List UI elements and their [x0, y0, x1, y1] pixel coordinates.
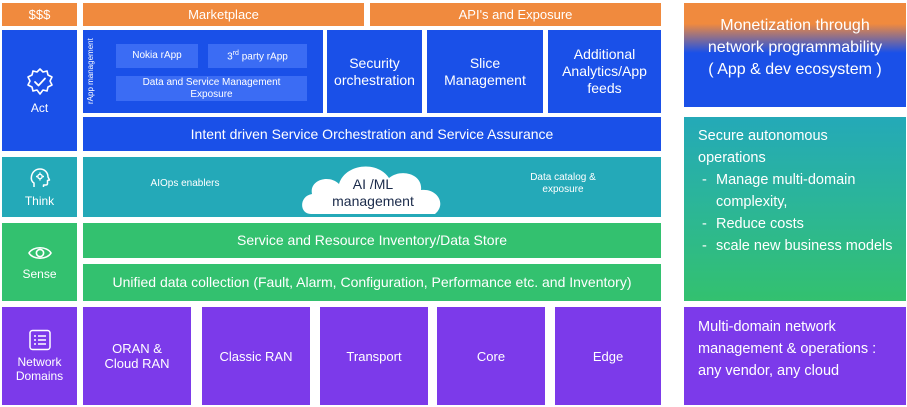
aiml-management: AI /ML management	[305, 175, 441, 211]
layer-act-label: Act	[30, 100, 49, 115]
intent-orchestration-bar: Intent driven Service Orchestration and …	[83, 117, 661, 151]
layer-think: Think	[2, 157, 77, 217]
slice-management-box: Slice Management	[427, 30, 543, 113]
multidomain-panel: Multi-domain network management & operat…	[684, 307, 906, 405]
secure-point: Manage multi-domain complexity,	[698, 169, 896, 213]
money-box: $$$	[2, 3, 77, 26]
domain-edge: Edge	[555, 307, 661, 405]
secure-point: scale new business models	[698, 235, 896, 257]
aiml-line2: management	[332, 193, 414, 209]
aiops-label: AIOps enablers	[150, 178, 220, 189]
layer-sense-label: Sense	[22, 267, 57, 281]
apis-label: API's and Exposure	[458, 7, 573, 22]
money-label: $$$	[28, 7, 51, 22]
monetization-line2: network programmability	[707, 39, 883, 56]
layer-network-domains: Network Domains	[2, 307, 77, 405]
third-party-rapp-box: 3rd party rApp	[208, 44, 307, 68]
domain-transport: Transport	[320, 307, 428, 405]
domain-edge-label: Edge	[592, 348, 624, 364]
nokia-rapp-box: Nokia rApp	[116, 44, 198, 68]
layer-network-domains-label: Network Domains	[15, 355, 64, 383]
multidomain-text: Multi-domain network management & operat…	[698, 319, 877, 379]
analytics-feeds-box: Additional Analytics/App feeds	[548, 30, 661, 113]
secure-operations-panel: Secure autonomous operations Manage mult…	[684, 117, 906, 301]
slice-management-label: Slice Management	[444, 54, 526, 88]
nokia-rapp-label: Nokia rApp	[132, 50, 182, 61]
analytics-feeds-label: Additional Analytics/App feeds	[562, 46, 647, 96]
domain-transport-label: Transport	[346, 348, 402, 364]
security-orchestration-label: Security orchestration	[334, 54, 415, 88]
domain-classic-ran-label: Classic RAN	[219, 348, 293, 364]
layer-sense: Sense	[2, 223, 77, 301]
rapp-management-label: rApp management	[86, 38, 95, 105]
inventory-bar: Service and Resource Inventory/Data Stor…	[83, 223, 661, 258]
security-orchestration-box: Security orchestration	[327, 30, 422, 113]
eye-icon	[27, 246, 52, 260]
domain-core: Core	[437, 307, 545, 405]
apis-box: API's and Exposure	[370, 3, 661, 26]
monetization-line1: Monetization through	[720, 17, 870, 34]
intent-orchestration-label: Intent driven Service Orchestration and …	[190, 125, 554, 142]
domain-core-label: Core	[476, 348, 506, 364]
collection-bar: Unified data collection (Fault, Alarm, C…	[83, 264, 661, 301]
secure-points-list: Manage multi-domain complexity, Reduce c…	[698, 169, 896, 257]
list-icon	[28, 329, 51, 351]
domain-oran-label: ORAN & Cloud RAN	[104, 341, 170, 371]
marketplace-box: Marketplace	[83, 3, 364, 26]
layer-think-label: Think	[24, 194, 55, 208]
secure-title: Secure autonomous operations	[698, 128, 828, 166]
data-catalog-label: Data catalog & exposure	[530, 172, 596, 195]
head-gear-icon	[30, 168, 50, 187]
data-catalog-box: Data catalog & exposure	[503, 168, 623, 200]
third-party-rapp-label: 3rd party rApp	[227, 50, 288, 63]
inventory-label: Service and Resource Inventory/Data Stor…	[236, 232, 508, 248]
cloud-icon	[302, 166, 441, 214]
data-service-exposure-label: Data and Service Management Exposure	[142, 76, 281, 100]
aiops-label-box: AIOps enablers	[120, 170, 250, 198]
marketplace-label: Marketplace	[188, 7, 259, 22]
monetization-line3: ( App & dev ecosystem )	[708, 61, 882, 78]
aiml-line1: AI /ML	[352, 176, 394, 192]
domain-oran: ORAN & Cloud RAN	[83, 307, 191, 405]
layer-act: Act	[2, 30, 77, 151]
data-service-exposure-box: Data and Service Management Exposure	[116, 76, 307, 101]
monetization-panel: Monetization through network programmabi…	[684, 3, 906, 107]
collection-label: Unified data collection (Fault, Alarm, C…	[112, 274, 632, 290]
domain-classic-ran: Classic RAN	[202, 307, 310, 405]
secure-point: Reduce costs	[698, 213, 896, 235]
badge-check-icon	[26, 67, 53, 95]
